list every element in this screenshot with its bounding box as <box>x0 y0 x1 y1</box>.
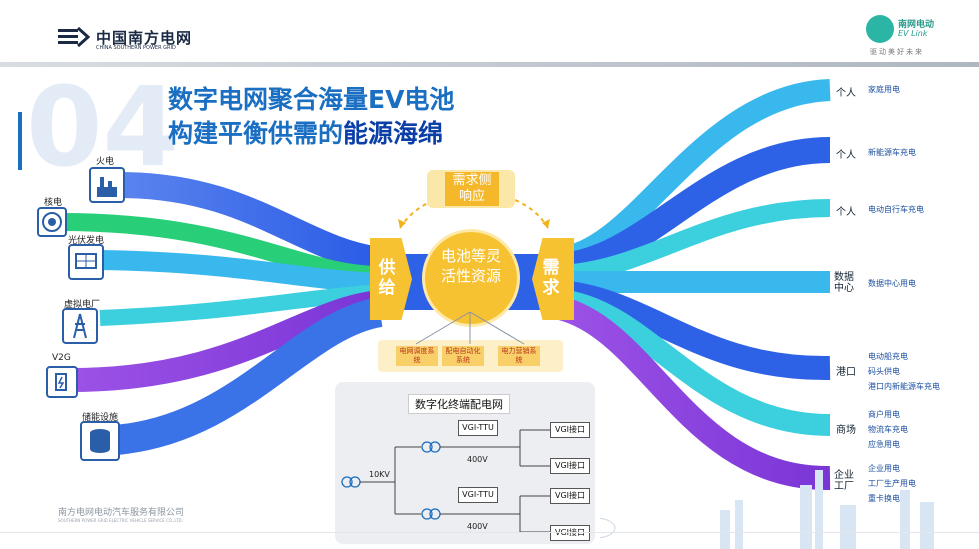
city-skyline-decoration <box>600 470 934 549</box>
flow-ev <box>558 137 831 279</box>
source-label-storage: 储能设施 <box>82 413 119 423</box>
system-marketing: 电力营销系统 <box>498 346 540 366</box>
footer-company-name-en: SOUTHERN POWER GRID ELECTRIC VEHICLE SER… <box>58 518 183 523</box>
demand-response-label: 需求侧响应 <box>445 172 499 206</box>
demand-label: 需求 <box>542 258 560 298</box>
nuclear-icon <box>37 207 67 237</box>
demand-item-factory-2: 工厂生产用电 <box>868 479 916 488</box>
battery-storage-icon <box>80 421 120 461</box>
slide-title-line1: 数字电网聚合海量EV电池 <box>168 85 455 114</box>
brand-name: 中国南方电网 <box>96 29 193 47</box>
slide-title-line2: 构建平衡供需的能源海绵 <box>168 114 443 150</box>
system-distribution: 配电自动化系统 <box>442 346 484 366</box>
system-dispatch: 电网调度系统 <box>396 346 438 366</box>
demand-item-ebike: 电动自行车充电 <box>868 205 924 214</box>
source-label-virtual: 虚拟电厂 <box>64 300 101 310</box>
demand-category-port: 港口 <box>836 367 856 378</box>
demand-item-mall-1: 商户用电 <box>868 410 900 419</box>
solar-panel-icon <box>68 244 104 280</box>
low-voltage-label-1: 400V <box>467 455 488 464</box>
flow-factory <box>556 296 831 491</box>
core-resource-circle <box>425 232 517 324</box>
demand-item-ev: 新能源车充电 <box>868 148 916 157</box>
source-label-solar: 光伏发电 <box>68 236 105 246</box>
systems-connectors <box>415 312 525 345</box>
demand-category-personal-2: 个人 <box>836 150 856 161</box>
power-tower-icon <box>62 308 98 344</box>
grid-panel-title: 数字化终端配电网 <box>408 394 510 414</box>
ttu-box-2: VGI-TTU <box>458 487 498 503</box>
title-emphasis: 能源海绵 <box>343 119 444 148</box>
demand-item-datacenter: 数据中心用电 <box>868 279 916 288</box>
vgi-port-2: VGI接口 <box>550 458 590 474</box>
demand-category-mall: 商场 <box>836 425 856 436</box>
demand-item-port-2: 码头供电 <box>868 367 900 376</box>
demand-item-mall-3: 应急用电 <box>868 440 900 449</box>
flow-thermal <box>119 172 382 273</box>
flow-solar <box>99 250 381 293</box>
source-label-thermal: 火电 <box>96 157 115 167</box>
slogan: 驱动美好未来 <box>870 48 924 56</box>
thermal-plant-icon <box>89 167 125 203</box>
vgi-port-3: VGI接口 <box>550 488 590 504</box>
footer-company-name: 南方电网电动汽车服务有限公司 <box>58 508 185 518</box>
flow-virtual <box>99 284 381 326</box>
low-voltage-label-2: 400V <box>467 522 488 531</box>
footer-divider <box>0 532 979 533</box>
ev-brand-name: 南网电动 <box>898 20 935 30</box>
vgi-port-4: VGI接口 <box>550 525 590 541</box>
demand-item-port-1: 电动船充电 <box>868 352 908 361</box>
demand-item-home: 家庭用电 <box>868 85 900 94</box>
core-resource-label: 电池等灵活性资源 <box>441 247 502 285</box>
v2g-charger-icon <box>46 366 78 398</box>
demand-category-factory: 企业工厂 <box>834 470 854 492</box>
demand-category-personal-3: 个人 <box>836 207 856 218</box>
demand-item-factory-3: 重卡换电 <box>868 494 900 503</box>
source-voltage-label: 10KV <box>369 470 390 479</box>
demand-item-mall-2: 物流车充电 <box>868 425 908 434</box>
supply-label: 供给 <box>378 258 396 298</box>
ttu-box-1: VGI-TTU <box>458 420 498 436</box>
source-label-v2g: V2G <box>52 353 71 363</box>
csg-logo-icon <box>58 26 91 48</box>
vgi-port-1: VGI接口 <box>550 422 590 438</box>
header-divider <box>0 62 979 67</box>
flow-storage <box>113 297 384 455</box>
title-accent-bar <box>18 112 22 170</box>
ev-brand-name-en: EV Link <box>898 29 928 38</box>
flow-ebike <box>559 199 831 283</box>
source-label-nuclear: 核电 <box>44 198 63 208</box>
demand-category-datacenter: 数据中心 <box>834 272 854 294</box>
brand-name-en: CHINA SOUTHERN POWER GRID <box>96 45 176 51</box>
demand-category-personal-1: 个人 <box>836 88 856 99</box>
ev-link-logo-icon <box>866 15 894 43</box>
title-prefix: 构建平衡供需的 <box>168 119 344 148</box>
slide-number: 04 <box>26 63 180 191</box>
demand-item-port-3: 港口内新能源车充电 <box>868 382 940 391</box>
demand-item-factory-1: 企业用电 <box>868 464 900 473</box>
